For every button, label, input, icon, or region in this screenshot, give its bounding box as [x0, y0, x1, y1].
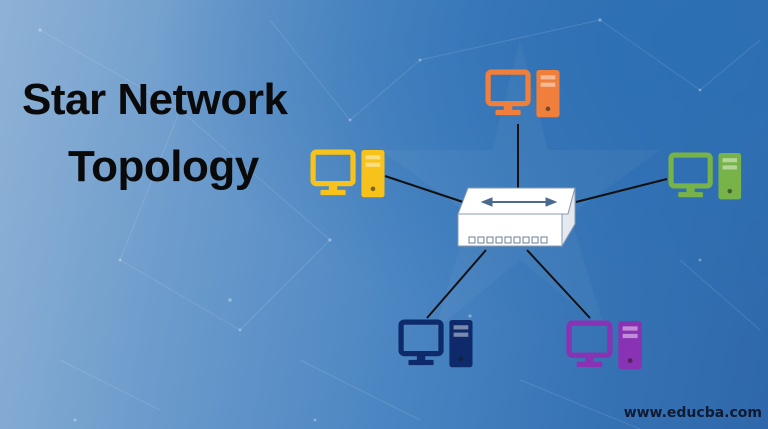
link-bottom-left [426, 249, 487, 319]
computer-icon [569, 321, 642, 369]
computer-bottom-right-purple [569, 321, 642, 369]
link-left [384, 175, 467, 204]
computer-bottom-left-navy [401, 320, 472, 367]
link-right [575, 178, 668, 203]
computer-top-orange [488, 70, 559, 117]
computer-icon [488, 70, 559, 117]
computer-icon [313, 150, 384, 197]
bidirectional-arrow-icon [480, 197, 558, 207]
computer-icon [671, 153, 741, 199]
title-line-2: Topology [68, 142, 259, 191]
network-links [384, 124, 668, 319]
title-line-1: Star Network [22, 75, 288, 124]
switch-ports [468, 236, 548, 244]
computer-icon [401, 320, 472, 367]
computer-left-yellow [313, 150, 384, 197]
switch-icon [457, 187, 576, 248]
link-bottom-right [526, 249, 591, 319]
computer-right-green [671, 153, 741, 199]
watermark-url: www.educba.com [623, 405, 762, 421]
